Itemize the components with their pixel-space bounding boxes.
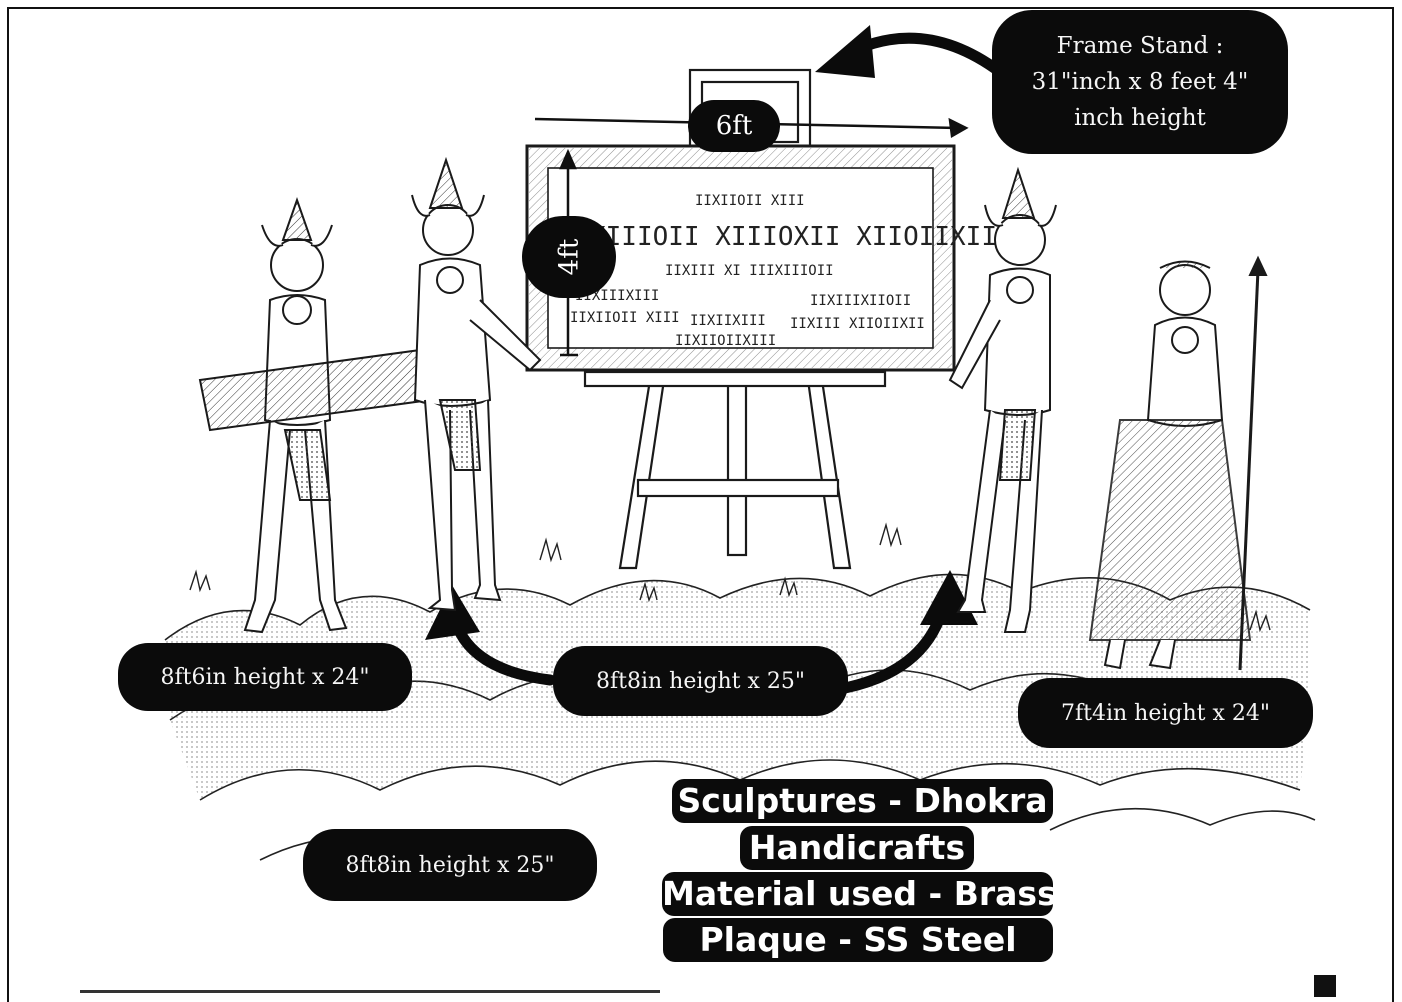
figure-drummer [198, 196, 432, 634]
plaque-height-text: 4ft [554, 238, 584, 276]
svg-text:IIXIIXIII: IIXIIXIII [690, 313, 766, 329]
lower-left-text: 8ft8in height x 25" [345, 852, 555, 878]
figure-right-holder [948, 166, 1057, 633]
info-handicrafts: Handicrafts [740, 826, 974, 870]
svg-text:IIXIII XI IIIXIIIOII: IIXIII XI IIIXIIIOII [665, 263, 834, 279]
center-figures-label: 8ft8in height x 25" [553, 646, 848, 716]
svg-text:IIXIII XIIOIIXII: IIXIII XIIOIIXII [790, 316, 925, 332]
left-figure-label: 8ft6in height x 24" [118, 643, 412, 711]
right-figure-text: 7ft4in height x 24" [1061, 700, 1270, 726]
plaque-width-label: 6ft [688, 100, 780, 152]
right-figure-label: 7ft4in height x 24" [1018, 678, 1313, 748]
left-figure-text: 8ft6in height x 24" [160, 664, 370, 690]
lower-left-label: 8ft8in height x 25" [303, 829, 597, 901]
grass-tufts [189, 522, 1271, 633]
frame-stand-line-3: inch height [1074, 105, 1206, 131]
info-plaque: Plaque - SS Steel [663, 918, 1053, 962]
center-figures-text: 8ft8in height x 25" [596, 668, 805, 694]
info-sculptures: Sculptures - Dhokra [672, 779, 1053, 823]
info-material: Material used - Brass [662, 872, 1057, 916]
bottom-right-mark [1314, 975, 1336, 997]
arrowhead-left [425, 585, 480, 640]
svg-text:XIIIOII XIIIOXII XIIOIIXII: XIIIOII XIIIOXII XIIOIIXII [590, 222, 997, 252]
figure-spear-holder [1088, 255, 1268, 671]
plaque-height-label: 4ft [522, 216, 616, 298]
figure-left-holder [411, 156, 542, 612]
arrowhead-frame [815, 25, 875, 78]
plaque-width-text: 6ft [715, 111, 753, 141]
svg-text:IIXIIIXIIOII: IIXIIIXIIOII [810, 293, 911, 309]
image-border [7, 7, 1394, 1002]
svg-text:IIXIIOII XIII: IIXIIOII XIII [570, 310, 680, 326]
bottom-edge-line [80, 990, 660, 993]
svg-text:IIXIIOIIXIII: IIXIIOIIXIII [675, 333, 776, 349]
frame-stand-label: Frame Stand : 31"inch x 8 feet 4" inch h… [992, 10, 1288, 154]
svg-text:IIXIIOII XIII: IIXIIOII XIII [695, 193, 805, 209]
frame-stand-line-2: 31"inch x 8 feet 4" [1031, 69, 1249, 95]
frame-stand-line-1: Frame Stand : [1056, 33, 1224, 59]
